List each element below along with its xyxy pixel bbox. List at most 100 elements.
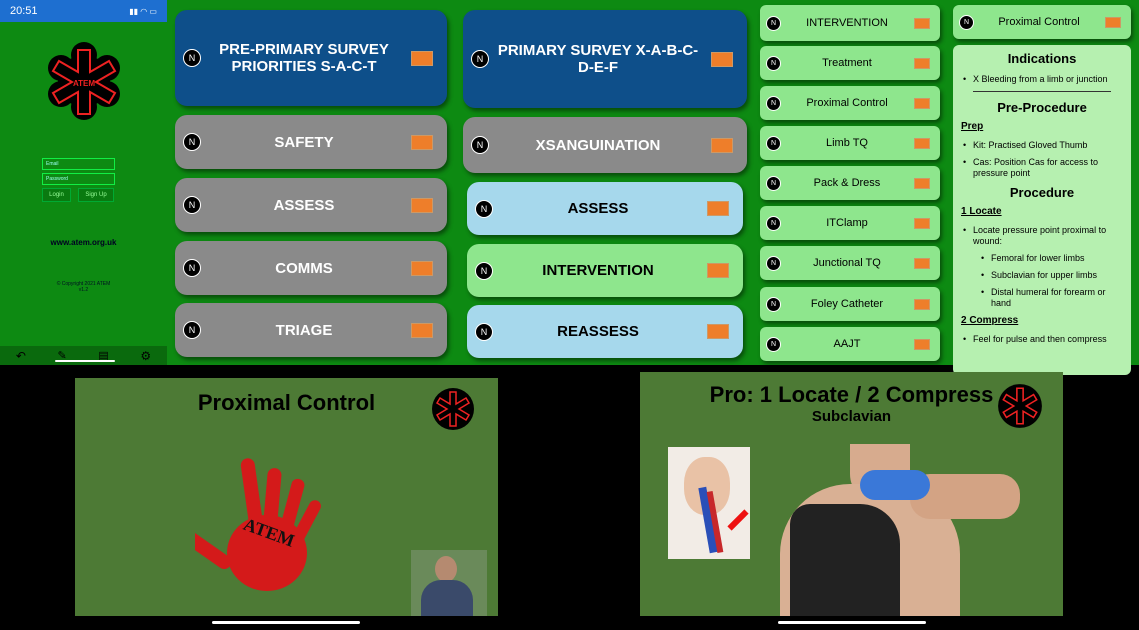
card-label: Junctional TQ: [813, 256, 881, 269]
login-button[interactable]: Login: [42, 188, 71, 202]
anatomy-illustration: [668, 447, 750, 559]
home-indicator: [55, 360, 115, 362]
orange-indicator: [411, 134, 433, 150]
card-proximal-control[interactable]: N Proximal Control: [760, 86, 940, 120]
orange-indicator: [707, 263, 729, 278]
edit-icon[interactable]: ✎: [57, 350, 67, 362]
back-icon[interactable]: ↶: [15, 348, 26, 363]
card-label: Limb TQ: [826, 136, 868, 149]
card-foley-catheter[interactable]: N Foley Catheter: [760, 287, 940, 321]
orange-indicator: [914, 97, 930, 109]
procedure-info-panel: Indications X Bleeding from a limb or ju…: [953, 45, 1131, 375]
video-proximal-control[interactable]: Proximal Control ATEM: [75, 378, 498, 616]
orange-indicator: [914, 338, 930, 350]
card-label: INTERVENTION: [806, 16, 888, 29]
card-label: REASSESS: [557, 323, 639, 340]
column-pre-primary: N PRE-PRIMARY SURVEY PRIORITIES S-A-C-T …: [167, 0, 455, 365]
orange-indicator: [711, 137, 733, 153]
status-icons: ▮▮ ◠ ▭: [129, 6, 157, 16]
card-intervention-x[interactable]: N INTERVENTION: [467, 244, 743, 297]
n-badge: N: [766, 296, 781, 312]
card-junctional-tq[interactable]: N Junctional TQ: [760, 246, 940, 280]
n-badge: N: [766, 255, 781, 271]
card-itclamp[interactable]: N ITClamp: [760, 206, 940, 240]
orange-indicator: [707, 201, 729, 216]
signup-button[interactable]: Sign Up: [78, 188, 114, 202]
n-badge: N: [766, 336, 781, 352]
locate-sub-item: Subclavian for upper limbs: [961, 270, 1123, 281]
n-badge: N: [959, 14, 974, 30]
n-badge: N: [766, 55, 781, 71]
card-label: SAFETY: [274, 133, 334, 151]
card-label: ASSESS: [567, 200, 629, 217]
website-link[interactable]: www.atem.org.uk: [50, 238, 117, 247]
divider: [973, 91, 1111, 92]
orange-indicator: [411, 197, 433, 213]
card-safety[interactable]: N SAFETY: [175, 115, 447, 169]
orange-indicator: [711, 51, 733, 67]
card-intervention-header[interactable]: N INTERVENTION: [760, 5, 940, 41]
column-primary: N PRIMARY SURVEY X-A-B-C-D-E-F N XSANGUI…: [455, 0, 755, 365]
card-label: PRIMARY SURVEY X-A-B-C-D-E-F: [497, 42, 699, 76]
indication-item: X Bleeding from a limb or junction: [961, 74, 1123, 85]
card-label: PRE-PRIMARY SURVEY PRIORITIES S-A-C-T: [219, 41, 389, 75]
orange-indicator: [707, 324, 729, 339]
atem-logo-icon: ATEM: [48, 42, 120, 120]
card-primary-survey[interactable]: N PRIMARY SURVEY X-A-B-C-D-E-F: [463, 10, 747, 108]
n-badge: N: [183, 321, 201, 339]
compress-item: Feel for pulse and then compress: [961, 334, 1123, 345]
card-assess-x[interactable]: N ASSESS: [467, 182, 743, 235]
orange-indicator: [914, 257, 930, 269]
column-intervention-list: N INTERVENTION N Treatment N Proximal Co…: [755, 0, 948, 365]
email-field[interactable]: Email: [42, 158, 115, 170]
presenter-video-thumbnail: [411, 550, 487, 616]
compress-title: 2 Compress: [961, 315, 1019, 326]
card-triage[interactable]: N TRIAGE: [175, 303, 447, 357]
card-xsanguination[interactable]: N XSANGUINATION: [463, 117, 747, 173]
video-locate-compress[interactable]: Pro: 1 Locate / 2 Compress Subclavian: [640, 372, 1063, 616]
card-proximal-control-header[interactable]: N Proximal Control: [953, 5, 1131, 39]
card-treatment[interactable]: N Treatment: [760, 46, 940, 80]
red-hand-icon: ATEM: [195, 458, 321, 591]
orange-indicator: [914, 217, 930, 229]
card-pack-dress[interactable]: N Pack & Dress: [760, 166, 940, 200]
card-label: Treatment: [822, 56, 872, 69]
n-badge: N: [475, 261, 493, 280]
n-badge: N: [183, 196, 201, 214]
card-aajt[interactable]: N AAJT: [760, 327, 940, 361]
card-pre-primary-survey[interactable]: N PRE-PRIMARY SURVEY PRIORITIES S-A-C-T: [175, 10, 447, 106]
n-badge: N: [766, 135, 781, 151]
locate-sub-item: Distal humeral for forearm or hand: [961, 287, 1123, 309]
n-badge: N: [471, 50, 489, 68]
card-label: Proximal Control: [998, 15, 1080, 28]
login-panel: ATEM Email Password Login Sign Up www.at…: [0, 22, 167, 365]
shoulder-demo-photo: [770, 444, 1020, 616]
gear-icon[interactable]: ⚙: [140, 348, 152, 363]
indications-title: Indications: [1007, 51, 1077, 66]
card-label: ASSESS: [273, 196, 335, 214]
card-label: Proximal Control: [806, 96, 888, 109]
card-label: INTERVENTION: [542, 262, 654, 279]
locate-item: Locate pressure point proximal to wound:: [961, 225, 1123, 247]
card-label: TRIAGE: [275, 321, 333, 339]
n-badge: N: [183, 133, 201, 151]
procedure-title: Procedure: [1009, 185, 1075, 200]
n-badge: N: [766, 215, 781, 231]
video-title: Pro: 1 Locate / 2 Compress: [709, 382, 994, 407]
prep-title: Prep: [961, 121, 984, 132]
locate-title: 1 Locate: [961, 206, 1002, 217]
n-badge: N: [766, 15, 781, 31]
n-badge: N: [475, 322, 493, 341]
n-badge: N: [766, 95, 781, 111]
pre-procedure-title: Pre-Procedure: [997, 100, 1087, 115]
card-reassess[interactable]: N REASSESS: [467, 305, 743, 358]
card-limb-tq[interactable]: N Limb TQ: [760, 126, 940, 160]
n-badge: N: [183, 259, 201, 277]
orange-indicator: [914, 17, 930, 29]
card-assess[interactable]: N ASSESS: [175, 178, 447, 232]
card-comms[interactable]: N COMMS: [175, 241, 447, 295]
locate-sub-item: Femoral for lower limbs: [961, 253, 1123, 264]
document-icon[interactable]: ▤: [98, 350, 109, 362]
n-badge: N: [766, 175, 781, 191]
password-field[interactable]: Password: [42, 173, 115, 185]
